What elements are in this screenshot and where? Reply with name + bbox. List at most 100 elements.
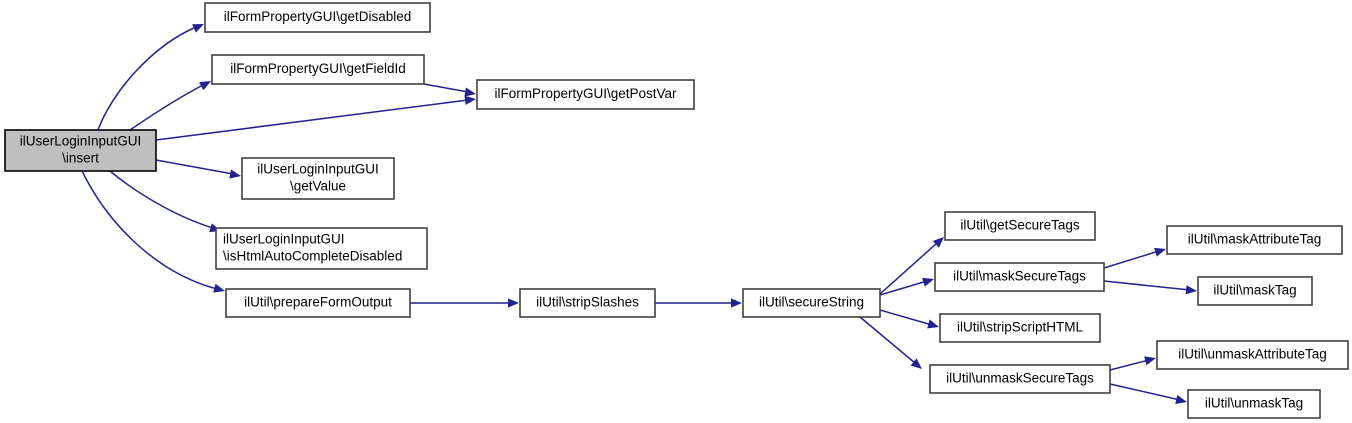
node-label: ilUtil\unmaskAttributeTag	[1178, 347, 1327, 362]
edge-arrowhead	[508, 298, 519, 308]
edge-arrowhead	[731, 298, 742, 308]
graph-node-getSecureTags[interactable]: ilUtil\getSecureTags	[944, 211, 1096, 241]
call-edge	[423, 83, 476, 97]
graph-node-getDisabled[interactable]: ilFormPropertyGUI\getDisabled	[204, 2, 431, 33]
node-label: \insert	[62, 151, 99, 166]
graph-node-unmaskAttributeTag[interactable]: ilUtil\unmaskAttributeTag	[1156, 340, 1349, 370]
call-edge	[155, 159, 241, 179]
node-label: ilFormPropertyGUI\getPostVar	[494, 86, 677, 101]
node-box[interactable]	[939, 313, 1101, 343]
node-label: ilUserLoginInputGUI	[257, 162, 379, 177]
edge-arrowhead	[922, 277, 934, 287]
graph-node-stripSlashes[interactable]: ilUtil\stripSlashes	[519, 288, 656, 318]
node-box[interactable]	[4, 129, 157, 172]
graph-node-root[interactable]: ilUserLoginInputGUI \insert	[4, 129, 157, 172]
edge-arrowhead	[932, 237, 944, 248]
edge-layer	[81, 24, 1197, 405]
edge-arrowhead	[464, 87, 476, 97]
node-layer: ilUserLoginInputGUI \insert ilFormProperty…	[4, 2, 1349, 419]
call-edge	[859, 316, 922, 369]
edge-line	[1109, 359, 1150, 371]
call-edge	[1103, 280, 1197, 295]
node-label: ilUtil\secureString	[759, 295, 864, 310]
node-label: \getValue	[290, 179, 346, 194]
node-box[interactable]	[215, 227, 428, 270]
node-label: ilUserLoginInputGUI	[20, 134, 142, 149]
edge-line	[81, 170, 218, 290]
edge-arrowhead	[927, 319, 939, 329]
node-box[interactable]	[934, 262, 1105, 292]
node-box[interactable]	[519, 288, 656, 318]
node-box[interactable]	[225, 288, 411, 318]
call-edge	[655, 298, 742, 308]
edge-line	[1109, 383, 1181, 401]
edge-arrowhead	[229, 169, 241, 179]
graph-node-secureString[interactable]: ilUtil\secureString	[742, 288, 881, 318]
node-box[interactable]	[476, 79, 695, 110]
node-label: ilUtil\stripSlashes	[536, 295, 639, 310]
call-edge	[410, 298, 519, 308]
edge-line	[879, 280, 928, 296]
node-box[interactable]	[1166, 225, 1343, 255]
edge-line	[879, 309, 933, 326]
edge-line	[1103, 250, 1160, 269]
node-label: ilUtil\maskSecureTags	[953, 269, 1086, 284]
call-edge	[129, 81, 211, 131]
edge-line	[155, 99, 469, 141]
call-edge	[879, 277, 934, 296]
call-edge	[109, 170, 221, 233]
node-label: ilUtil\getSecureTags	[960, 218, 1080, 233]
node-label: ilUtil\stripScriptHTML	[957, 320, 1084, 335]
node-box[interactable]	[944, 211, 1096, 241]
node-label: ilUtil\prepareFormOutput	[244, 295, 392, 310]
edge-line	[155, 159, 234, 175]
graph-node-prepareFormOutput[interactable]: ilUtil\prepareFormOutput	[225, 288, 411, 318]
call-edge	[81, 170, 225, 293]
node-label: ilUtil\maskAttributeTag	[1188, 232, 1322, 247]
graph-node-unmaskTag[interactable]: ilUtil\unmaskTag	[1187, 389, 1321, 419]
call-edge	[879, 309, 939, 329]
graph-node-stripScriptHTML[interactable]: ilUtil\stripScriptHTML	[939, 313, 1101, 343]
edge-arrowhead	[1154, 247, 1166, 257]
node-label: ilUtil\unmaskSecureTags	[946, 371, 1094, 386]
call-edge	[1109, 383, 1187, 405]
edge-line	[879, 242, 938, 295]
graph-node-maskAttributeTag[interactable]: ilUtil\maskAttributeTag	[1166, 225, 1343, 255]
call-edge	[879, 237, 944, 295]
graph-node-getValue[interactable]: ilUserLoginInputGUI \getValue	[241, 157, 395, 200]
node-box[interactable]	[929, 364, 1111, 394]
graph-node-maskTag[interactable]: ilUtil\maskTag	[1197, 276, 1313, 306]
edge-line	[109, 170, 214, 229]
node-box[interactable]	[1156, 340, 1349, 370]
node-label: ilUserLoginInputGUI	[223, 232, 345, 247]
call-edge	[97, 24, 204, 131]
graph-node-isHtmlAutoCompleteDisabled[interactable]: ilUserLoginInputGUI\isHtmlAutoCompleteDi…	[215, 227, 428, 270]
call-edge	[1103, 247, 1166, 269]
edge-arrowhead	[1185, 285, 1197, 295]
node-label: ilUtil\unmaskTag	[1205, 396, 1303, 411]
call-edge	[155, 95, 476, 141]
edge-arrowhead	[464, 95, 476, 105]
graph-node-unmaskSecureTags[interactable]: ilUtil\unmaskSecureTags	[929, 364, 1111, 394]
graph-node-getPostVar[interactable]: ilFormPropertyGUI\getPostVar	[476, 79, 695, 110]
node-box[interactable]	[742, 288, 881, 318]
node-box[interactable]	[1197, 276, 1313, 306]
graph-node-maskSecureTags[interactable]: ilUtil\maskSecureTags	[934, 262, 1105, 292]
edge-line	[129, 84, 204, 131]
node-box[interactable]	[241, 157, 395, 200]
node-box[interactable]	[1187, 389, 1321, 419]
node-label: ilUtil\maskTag	[1213, 283, 1296, 298]
node-box[interactable]	[204, 2, 431, 33]
node-box[interactable]	[211, 54, 425, 85]
edge-arrowhead	[1175, 395, 1187, 405]
edge-arrowhead	[910, 358, 922, 369]
node-label: ilFormPropertyGUI\getFieldId	[230, 61, 406, 76]
call-edge	[1109, 356, 1156, 371]
node-label: ilFormPropertyGUI\getDisabled	[224, 9, 412, 24]
edge-arrowhead	[1144, 356, 1156, 366]
edge-line	[1103, 280, 1191, 291]
edge-line	[859, 316, 916, 364]
graph-node-getFieldId[interactable]: ilFormPropertyGUI\getFieldId	[211, 54, 425, 85]
